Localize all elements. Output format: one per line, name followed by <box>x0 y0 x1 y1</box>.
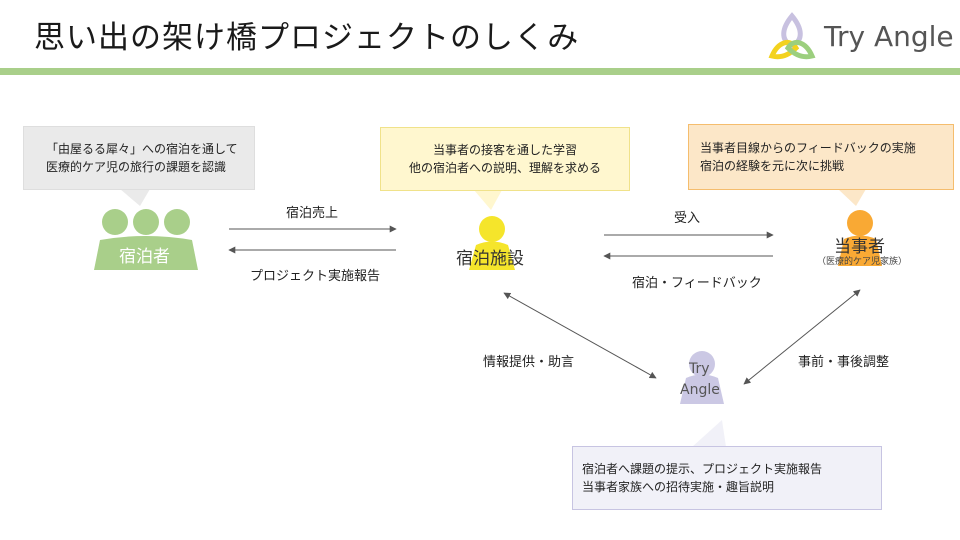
guests-icon <box>94 209 198 270</box>
flow-label-tryangle-facility: 情報提供・助言 <box>483 355 575 370</box>
page-title: 思い出の架け橋プロジェクトのしくみ <box>34 20 580 56</box>
header-divider <box>0 68 960 75</box>
flow-label-guest-to-facility: 宿泊売上 <box>286 206 339 221</box>
tryangle-label-line-1: Try <box>689 361 710 377</box>
flow-label-facility-to-party: 受入 <box>674 211 701 226</box>
tryangle-bubble-tail <box>692 420 726 447</box>
arrow-tryangle-facility <box>503 292 657 379</box>
flow-label-tryangle-party: 事前・事後調整 <box>798 355 890 370</box>
flow-label-party-to-facility: 宿泊・フィードバック <box>632 276 762 291</box>
party-bubble-tail <box>838 189 866 206</box>
guests-bubble-tail <box>120 189 150 206</box>
triangle-leaf-logo-icon <box>768 12 816 60</box>
tryangle-bubble-line-1: 宿泊者へ課題の提示、プロジェクト実施報告 <box>582 462 823 476</box>
party-bubble: 当事者目線からのフィードバックの実施 宿泊の経験を元に次に挑戦 <box>688 124 954 190</box>
party-sublabel: （医療的ケア児家族） <box>817 257 908 267</box>
logo-text: Try Angle <box>824 20 954 53</box>
facility-bubble-line-1: 当事者の接客を通した学習 <box>432 143 577 157</box>
arrow-tryangle-party <box>743 289 861 385</box>
facility-icon <box>469 216 515 270</box>
guests-label: 宿泊者 <box>119 247 170 267</box>
tryangle-bubble-line-2: 当事者家族への招待実施・趣旨説明 <box>582 480 775 494</box>
guests-bubble-line-1: 「由屋るる犀々」への宿泊を通して <box>46 142 238 156</box>
party-label: 当事者 <box>834 237 885 257</box>
flow-label-facility-to-guest: プロジェクト実施報告 <box>250 269 381 284</box>
guests-bubble-line-2: 医療的ケア児の旅行の課題を認識 <box>46 160 227 174</box>
logo: Try Angle <box>766 12 956 64</box>
party-bubble-line-2: 宿泊の経験を元に次に挑戦 <box>700 159 845 173</box>
facility-label: 宿泊施設 <box>456 249 524 269</box>
tryangle-label-line-2: Angle <box>680 382 720 398</box>
party-icon <box>838 210 882 266</box>
party-bubble-line-1: 当事者目線からのフィードバックの実施 <box>700 141 916 155</box>
tryangle-icon <box>680 351 724 404</box>
facility-bubble-line-2: 他の宿泊者への説明、理解を求める <box>408 161 601 175</box>
tryangle-bubble: 宿泊者へ課題の提示、プロジェクト実施報告 当事者家族への招待実施・趣旨説明 <box>572 446 882 510</box>
guests-bubble: 「由屋るる犀々」への宿泊を通して 医療的ケア児の旅行の課題を認識 <box>23 126 255 190</box>
facility-bubble-tail <box>474 190 502 210</box>
facility-bubble: 当事者の接客を通した学習 他の宿泊者への説明、理解を求める <box>380 127 630 191</box>
